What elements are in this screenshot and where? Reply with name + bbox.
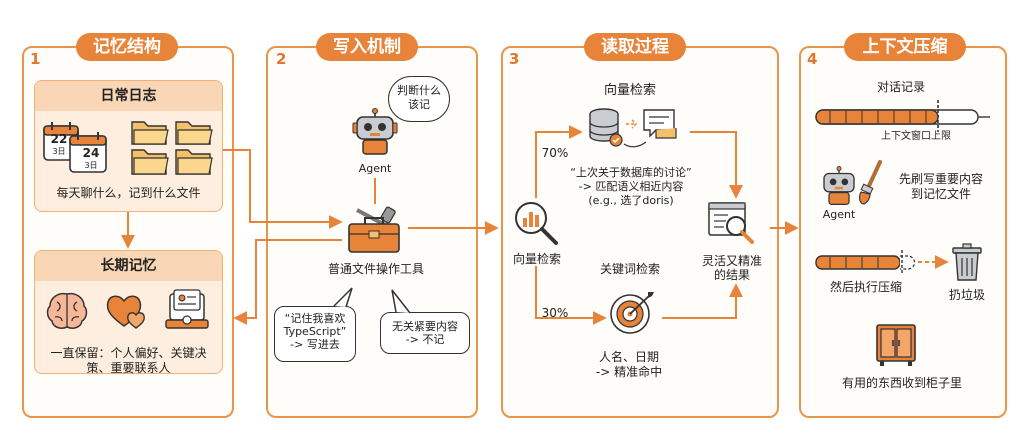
thought-text-1: 判断什么 xyxy=(397,84,441,97)
keyword-desc-1: 人名、日期 xyxy=(598,350,659,364)
daily-log-title: 日常日志 xyxy=(35,81,222,111)
bubble-write-line-3: -> 写进去 xyxy=(290,338,340,351)
bubble-write-line-1: “记住我喜欢 xyxy=(284,312,346,325)
cabinet-icon xyxy=(876,324,916,366)
daily-log-description: 每天聊什么，记到什么文件 xyxy=(56,186,201,200)
panel-1-number: 1 xyxy=(30,50,41,68)
thought-cloud xyxy=(388,76,450,122)
trash-icon xyxy=(952,243,982,281)
bubble-write-tail xyxy=(333,287,353,308)
bubble-skip-line-1: 无关紧要内容 xyxy=(392,320,458,333)
history-label: 对话记录 xyxy=(876,80,925,94)
panel-3-title: 读取过程 xyxy=(584,33,686,61)
panel-3-number: 3 xyxy=(509,50,520,68)
arrow-daily-to-tool xyxy=(223,149,343,229)
panel-2-title: 写入机制 xyxy=(316,33,418,61)
bubble-skip: 无关紧要内容 -> 不记 xyxy=(380,312,470,354)
calendar-icon xyxy=(43,122,107,173)
long-term-desc-line-2: 策、重要联系人 xyxy=(86,361,171,375)
database-chat-icon xyxy=(589,108,677,148)
vector-desc-1: “上次关于数据库的讨论” xyxy=(570,166,692,179)
panel-4-number: 4 xyxy=(807,50,818,68)
vector-desc-3: (e.g., 选了doris) xyxy=(588,194,674,207)
keyword-search-title: 关键词检索 xyxy=(599,262,660,276)
long-term-desc-line-1: 一直保留：个人偏好、关键决 xyxy=(50,346,207,360)
brush-icon xyxy=(858,160,882,205)
arrow-tool-to-long xyxy=(233,239,342,325)
compress-bar xyxy=(815,250,916,275)
arrow-search-to-keyword xyxy=(535,266,607,325)
target-icon xyxy=(610,292,654,334)
bubble-skip-tail xyxy=(391,289,411,314)
cabinet-label: 有用的东西收到柜子里 xyxy=(841,376,962,390)
brain-icon xyxy=(46,292,88,329)
vector-search-title: 向量检索 xyxy=(603,83,656,98)
toolbox-icon xyxy=(348,206,400,253)
agent-robot-icon xyxy=(823,166,855,205)
compress-label: 然后执行压缩 xyxy=(829,280,902,294)
bubble-write: “记住我喜欢 TypeScript” -> 写进去 xyxy=(274,306,356,362)
panel-4-title: 上下文压缩 xyxy=(844,33,966,61)
arrow-keyword-to-result xyxy=(662,283,743,319)
hearts-icon xyxy=(106,295,145,329)
results-search-icon xyxy=(708,202,754,244)
robot-icon xyxy=(352,108,398,155)
panel-2-number: 2 xyxy=(276,50,287,68)
trash-label: 扔垃圾 xyxy=(948,288,985,302)
history-bar xyxy=(815,100,990,132)
flush-line-1: 先刷写重要内容 xyxy=(898,172,983,186)
thought-text-2: 该记 xyxy=(408,98,430,111)
calendar-1-day: 22 xyxy=(50,132,68,146)
flush-line-2: 到记忆文件 xyxy=(910,187,971,201)
panel-1-title: 记忆结构 xyxy=(76,33,178,61)
long-term-memory-title: 长期记忆 xyxy=(35,251,222,281)
split-pct-bottom: 30% xyxy=(541,306,569,320)
bubble-write-line-2: TypeScript” xyxy=(283,325,347,338)
arrow-search-to-vector xyxy=(535,125,583,198)
keyword-desc-2: -> 精准命中 xyxy=(595,365,663,379)
file-tool-label: 普通文件操作工具 xyxy=(327,262,424,276)
bubble-skip-line-2: -> 不记 xyxy=(405,333,445,346)
calendar-2-month: 3日 xyxy=(84,161,98,170)
split-pct-top: 70% xyxy=(541,146,569,160)
arrow-vector-to-result xyxy=(690,131,743,199)
search-label: 向量检索 xyxy=(512,252,561,266)
calendar-2-day: 24 xyxy=(82,146,100,160)
context-limit-label: 上下文窗口上限 xyxy=(881,131,951,142)
folders-icon xyxy=(131,121,213,175)
vector-desc-2: -> 匹配语义相近内容 xyxy=(578,180,684,193)
rolodex-icon xyxy=(165,289,209,329)
calendar-1-month: 3日 xyxy=(52,147,66,156)
agent-label: Agent xyxy=(358,162,392,175)
result-line-2: 的结果 xyxy=(713,268,750,282)
search-chart-icon xyxy=(515,202,558,245)
result-line-1: 灵活又精准 xyxy=(701,254,762,268)
agent-label-p4: Agent xyxy=(822,208,856,221)
